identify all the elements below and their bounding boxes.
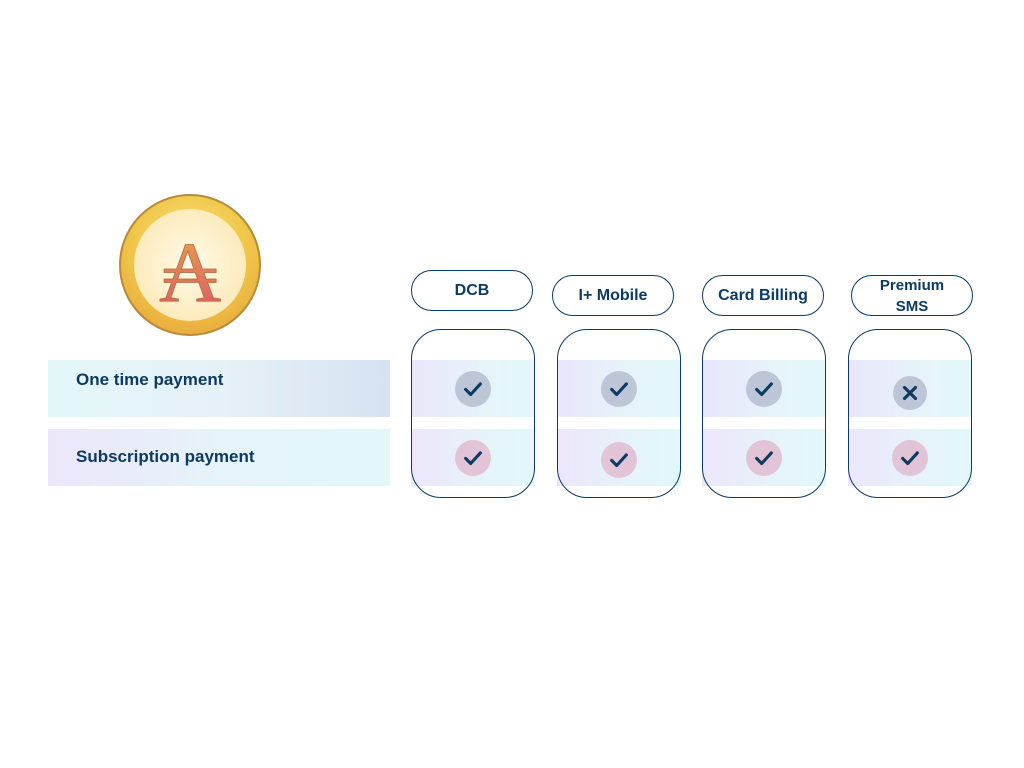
check-icon [892,439,928,476]
header-premium-sms: Premium SMS [851,275,973,316]
column-card-billing [702,329,826,498]
cell-one-time [411,360,535,417]
row-label-one-time: One time payment [76,370,224,389]
column-premium-sms [848,329,972,498]
header-label: I+ Mobile [578,287,648,304]
header-i-mobile: I+ Mobile [552,275,674,316]
header-label: Premium SMS [879,276,945,315]
check-icon [746,370,782,407]
header-dcb: DCB [411,270,533,311]
check-icon [601,370,637,407]
cross-icon [893,375,927,410]
cell-one-time [848,360,972,417]
coin-symbol: ₳ [159,222,221,322]
cell-one-time [557,360,681,417]
header-label: Card Billing [718,287,808,304]
cell-one-time [702,360,826,417]
cell-subscription [557,429,681,486]
coin-logo: ₳ [118,193,262,337]
cell-subscription [411,429,535,486]
check-icon [455,439,491,476]
check-icon [746,439,782,476]
row-subscription-payment: Subscription payment [48,429,390,486]
cell-subscription [702,429,826,486]
column-dcb [411,329,535,498]
row-label-subscription: Subscription payment [76,447,255,466]
header-card-billing: Card Billing [702,275,824,316]
header-label: DCB [454,282,490,299]
check-icon [601,441,637,478]
row-one-time-payment: One time payment [48,360,390,417]
check-icon [455,370,491,407]
column-i-mobile [557,329,681,498]
cell-subscription [848,429,972,486]
